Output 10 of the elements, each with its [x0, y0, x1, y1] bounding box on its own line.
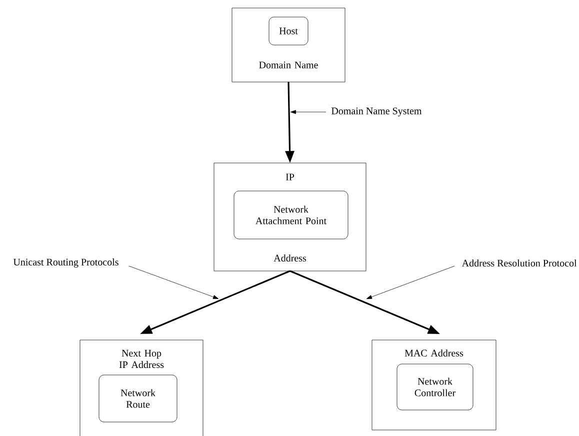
leader-line: [366, 266, 455, 299]
rounded-box: Network Route: [98, 374, 178, 422]
rounded-box: Network Attachment Point: [234, 190, 348, 240]
edge-label: Unicast Routing Protocols: [13, 258, 118, 268]
leader-line: [128, 266, 219, 299]
edge-label: Address Resolution Protocol: [462, 259, 577, 266]
leader-line: [290, 110, 326, 114]
rounded-box: Host: [268, 16, 308, 46]
rounded-box: Network Controller: [396, 364, 474, 410]
edge-label: Domain Name System: [331, 108, 422, 116]
